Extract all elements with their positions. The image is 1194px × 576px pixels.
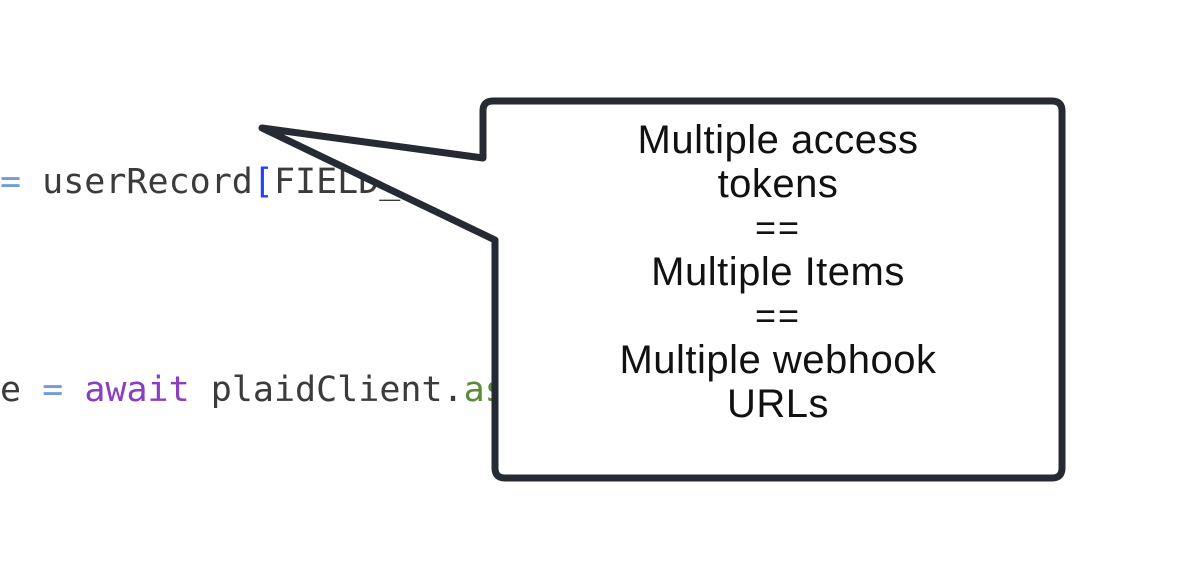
callout-text-block: Multiple access tokens == Multiple Items… [508, 118, 1048, 426]
callout-line-1: Multiple access [637, 118, 919, 162]
callout-line-4: Multiple Items [651, 250, 905, 294]
code-token: userRecord [21, 162, 253, 202]
callout-line-6: Multiple webhook [619, 338, 937, 382]
code-token: e [0, 370, 43, 410]
code-token: await [84, 370, 190, 410]
callout-line-3-equals: == [754, 207, 802, 248]
callout-line-7: URLs [726, 382, 830, 426]
code-token: = [0, 162, 22, 202]
code-token: = [42, 370, 64, 410]
code-line-3: ccess_token], [0, 572, 1194, 576]
code-token: [ [252, 162, 274, 202]
callout-line-2: tokens [717, 162, 839, 206]
code-token [63, 370, 84, 410]
callout-line-5-equals: == [754, 295, 802, 336]
code-token: plaidClient. [189, 370, 464, 410]
